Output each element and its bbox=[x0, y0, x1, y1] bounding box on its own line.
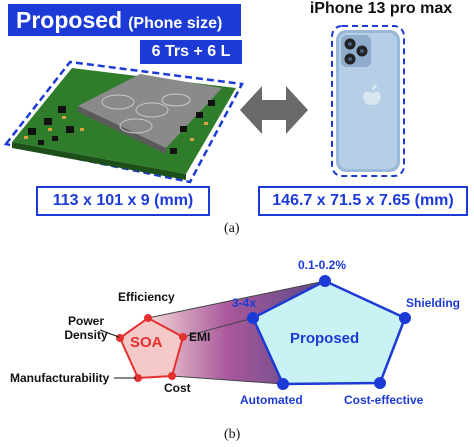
soa-pentagon bbox=[118, 316, 185, 380]
soa-label: SOA bbox=[130, 334, 163, 351]
label-shielding: Shielding bbox=[406, 296, 460, 310]
projection-shading bbox=[148, 281, 325, 384]
double-arrow-icon bbox=[240, 86, 308, 134]
label-top-metric: 0.1-0.2% bbox=[298, 258, 347, 272]
caption-b: (b) bbox=[224, 427, 241, 442]
pcb-board-illustration bbox=[3, 60, 244, 184]
iphone-title: iPhone 13 pro max bbox=[309, 0, 453, 17]
label-power-density: Power Density bbox=[64, 314, 108, 342]
label-cost: Cost bbox=[164, 381, 191, 395]
caption-a: (a) bbox=[224, 221, 240, 236]
proposed-subtitle: (Phone size) bbox=[128, 15, 223, 32]
label-automated: Automated bbox=[240, 393, 303, 407]
iphone-dimensions: 146.7 x 71.5 x 7.65 (mm) bbox=[258, 186, 468, 216]
label-efficiency: Efficiency bbox=[118, 290, 175, 304]
label-emi: EMI bbox=[189, 330, 211, 344]
proposed-header: Proposed (Phone size) bbox=[8, 4, 241, 36]
proposed-title: Proposed bbox=[16, 7, 123, 33]
label-3-4x: 3-4x bbox=[232, 296, 257, 310]
trs-badge: 6 Trs + 6 L bbox=[140, 40, 242, 64]
proposed-dimensions: 113 x 101 x 9 (mm) bbox=[36, 186, 210, 216]
proposed-pentagon bbox=[251, 279, 407, 386]
label-cost-effective: Cost-effective bbox=[344, 393, 424, 407]
proposed-label: Proposed bbox=[290, 330, 360, 347]
iphone-illustration bbox=[331, 25, 405, 177]
label-manufacturability: Manufacturability bbox=[10, 371, 110, 385]
